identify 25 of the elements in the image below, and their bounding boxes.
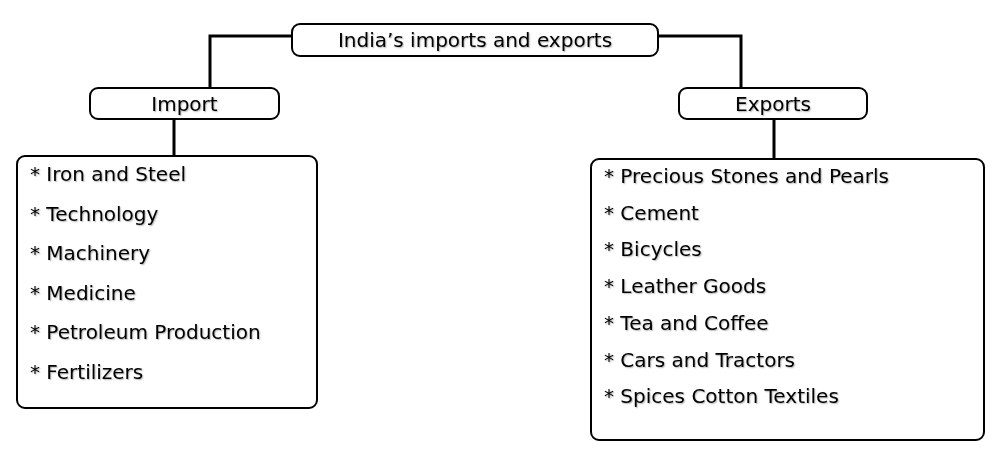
list-item: * Cars and Tractors: [604, 347, 796, 372]
list-box: [16, 155, 318, 409]
list-item: * Tea and Coffee: [604, 310, 769, 335]
list-box: [590, 158, 985, 441]
category-box: [89, 87, 280, 120]
category-box: [678, 87, 868, 120]
list-item: * Leather Goods: [604, 274, 767, 299]
connector-line: [208, 34, 291, 87]
connector-line: [659, 34, 743, 87]
list-item: * Cement: [604, 200, 699, 225]
connector-line: [172, 120, 176, 155]
list-item: * Fertilizers: [30, 360, 144, 384]
list-item: * Machinery: [30, 241, 151, 266]
category-label: Import: [151, 91, 218, 116]
list-item: * Iron and Steel: [30, 162, 186, 186]
title-text: India’s imports and exports: [337, 28, 613, 52]
connector-line: [772, 120, 776, 158]
category-label: Exports: [735, 91, 811, 116]
list-item: * Bicycles: [604, 237, 702, 262]
list-item: * Precious Stones and Pearls: [604, 164, 890, 188]
list-item: * Technology: [30, 201, 159, 226]
list-item: * Petroleum Production: [30, 320, 261, 345]
list-item: * Spices Cotton Textiles: [604, 384, 839, 409]
list-item: * Medicine: [30, 280, 136, 305]
title-box: [291, 23, 659, 57]
